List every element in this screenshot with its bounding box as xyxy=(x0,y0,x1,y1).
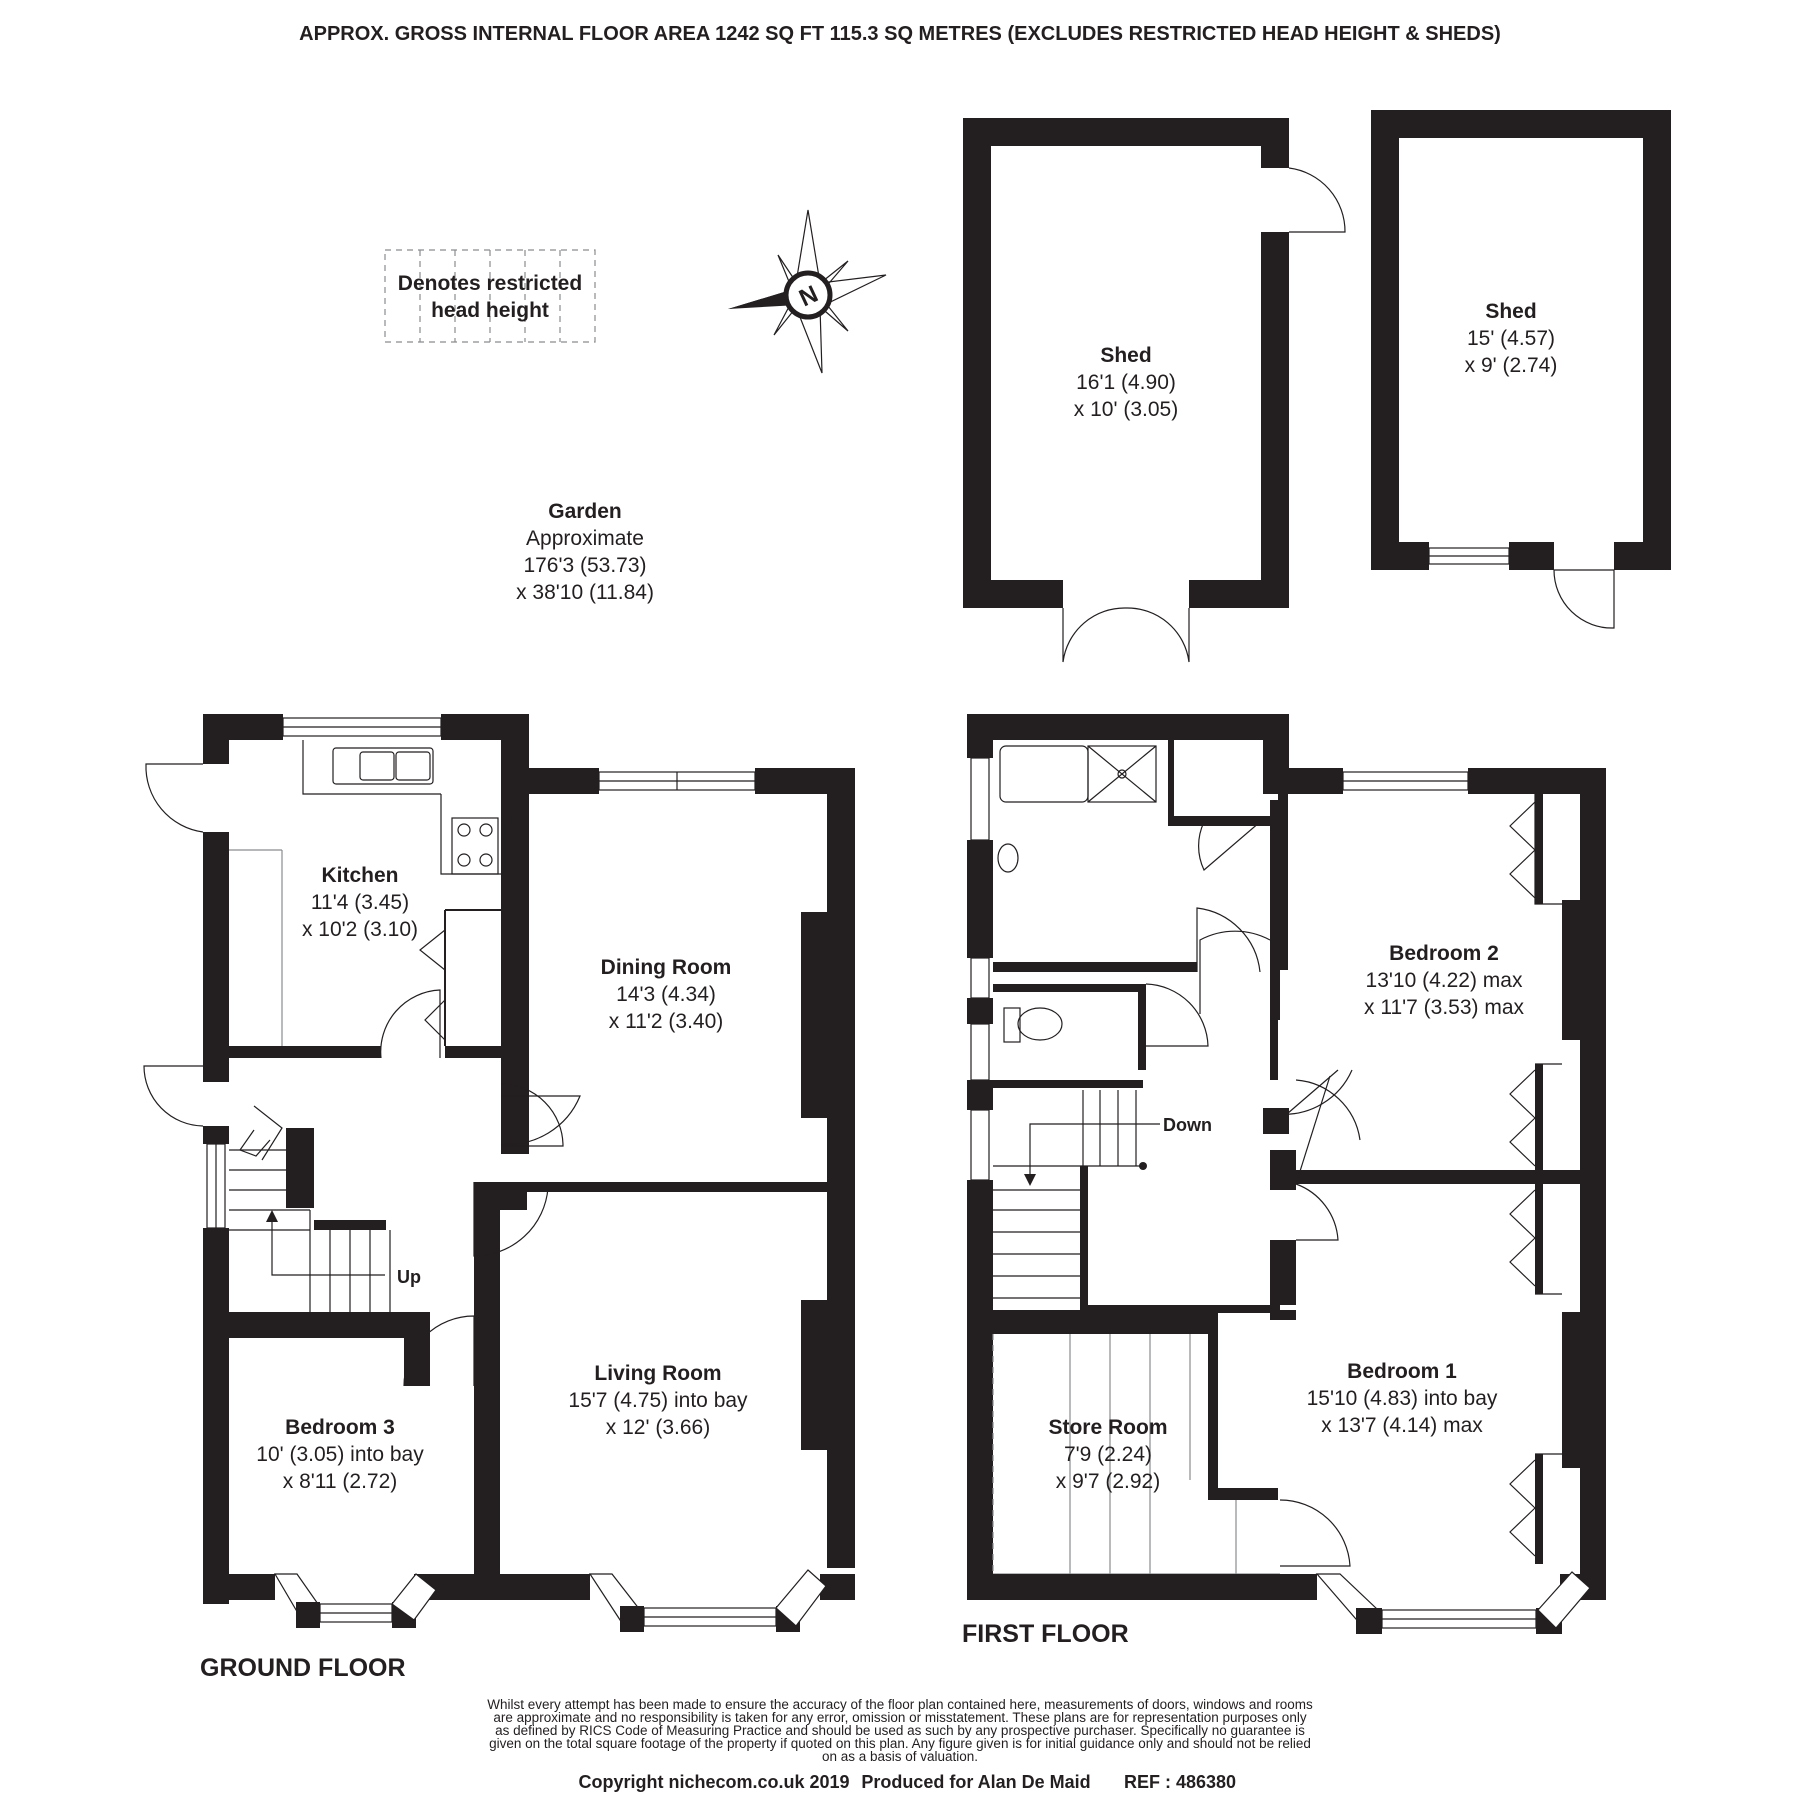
ground-floor-plan: Kitchen 11'4 (3.45) x 10'2 (3.10) Dining… xyxy=(143,714,855,1682)
store-room-line-1: 7'9 (2.24) xyxy=(1064,1443,1152,1466)
compass-rose-icon: N xyxy=(728,209,887,374)
bedroom-1-line-2: x 13'7 (4.14) max xyxy=(1321,1414,1483,1437)
footer: Copyright nichecom.co.uk 2019 Produced f… xyxy=(578,1772,1236,1792)
kitchen-line-2: x 10'2 (3.10) xyxy=(302,918,418,941)
area-header: APPROX. GROSS INTERNAL FLOOR AREA 1242 S… xyxy=(299,23,1501,45)
kitchen-name: Kitchen xyxy=(321,864,398,887)
bedroom-2-line-2: x 11'7 (3.53) max xyxy=(1364,996,1525,1019)
garden-line-2: 176'3 (53.73) xyxy=(523,554,646,577)
disclaimer-line-4: given on the total square footage of the… xyxy=(489,1736,1311,1751)
garden-line-3: x 38'10 (11.84) xyxy=(516,581,654,604)
disclaimer-line-1: Whilst every attempt has been made to en… xyxy=(487,1697,1313,1712)
store-room-name: Store Room xyxy=(1048,1416,1167,1439)
ground-floor-label: GROUND FLOOR xyxy=(200,1654,406,1682)
bedroom-1-name: Bedroom 1 xyxy=(1347,1360,1457,1383)
restricted-height-legend: Denotes restricted head height xyxy=(384,249,596,343)
shed-1-line-2: x 10' (3.05) xyxy=(1074,398,1178,421)
garden-name: Garden xyxy=(548,500,622,523)
disclaimer-line-3: as defined by RICS Code of Measuring Pra… xyxy=(495,1723,1305,1738)
shed-1-line-1: 16'1 (4.90) xyxy=(1076,371,1176,394)
shed-2-line-1: 15' (4.57) xyxy=(1467,327,1555,350)
disclaimer: Whilst every attempt has been made to en… xyxy=(487,1697,1313,1764)
kitchen-line-1: 11'4 (3.45) xyxy=(311,891,409,914)
down-label: Down xyxy=(1163,1115,1212,1135)
dining-room-line-2: x 11'2 (3.40) xyxy=(609,1010,724,1033)
bedroom-3-name: Bedroom 3 xyxy=(285,1416,395,1439)
disclaimer-line-5: on as a basis of valuation. xyxy=(822,1749,978,1764)
bedroom-3-line-2: x 8'11 (2.72) xyxy=(283,1470,398,1493)
living-room-line-1: 15'7 (4.75) into bay xyxy=(568,1389,748,1412)
shed-2-name: Shed xyxy=(1485,300,1536,323)
produced-for-text: Produced for Alan De Maid xyxy=(861,1772,1090,1792)
garden-label: Garden Approximate 176'3 (53.73) x 38'10… xyxy=(516,500,654,604)
up-label: Up xyxy=(397,1267,421,1287)
legend-line-2: head height xyxy=(431,299,549,322)
bedroom-2-name: Bedroom 2 xyxy=(1389,942,1499,965)
living-room-line-2: x 12' (3.66) xyxy=(606,1416,710,1439)
shed-1-name: Shed xyxy=(1100,344,1151,367)
store-room-line-2: x 9'7 (2.92) xyxy=(1056,1470,1160,1493)
dining-room-line-1: 14'3 (4.34) xyxy=(616,983,716,1006)
living-room-name: Living Room xyxy=(594,1362,721,1385)
legend-line-1: Denotes restricted xyxy=(398,272,582,295)
dining-room-name: Dining Room xyxy=(601,956,732,979)
shed-2: Shed 15' (4.57) x 9' (2.74) xyxy=(1371,110,1671,629)
first-floor-label: FIRST FLOOR xyxy=(962,1620,1129,1648)
copyright-text: Copyright nichecom.co.uk 2019 xyxy=(578,1772,849,1792)
bedroom-1-line-1: 15'10 (4.83) into bay xyxy=(1307,1387,1498,1410)
disclaimer-line-2: are approximate and no responsibility is… xyxy=(493,1710,1306,1725)
garden-line-1: Approximate xyxy=(526,527,644,550)
shed-1: Shed 16'1 (4.90) x 10' (3.05) xyxy=(963,118,1346,663)
bedroom-3-line-1: 10' (3.05) into bay xyxy=(256,1443,424,1466)
shed-2-line-2: x 9' (2.74) xyxy=(1465,354,1558,377)
first-floor-plan: Down Bedroom 2 13'10 (4.22) max xyxy=(962,714,1606,1648)
reference-text: REF : 486380 xyxy=(1124,1772,1236,1792)
bedroom-2-line-1: 13'10 (4.22) max xyxy=(1366,969,1523,992)
